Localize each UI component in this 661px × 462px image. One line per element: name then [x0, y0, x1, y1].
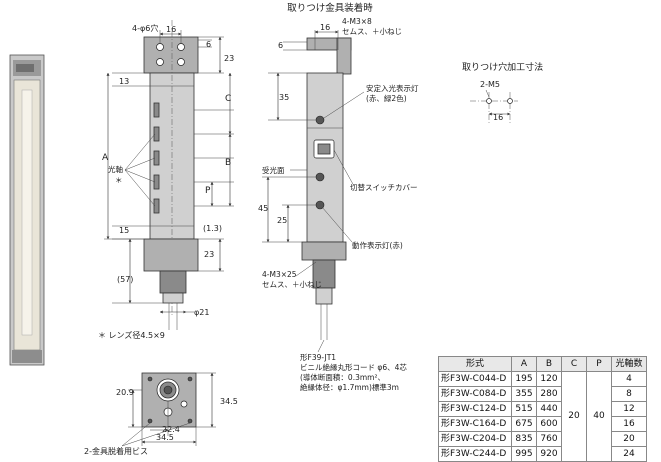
cell-axes: 8 — [611, 386, 647, 402]
cell-a: 515 — [511, 401, 537, 417]
stability-lamp-label-2: (赤、緑2色) — [366, 93, 407, 103]
cable-model: 形F39-JT1 — [300, 353, 336, 362]
model-spec-table: 形式 A B C P 光軸数 形F3W-C044-D 195 120 20 40… — [438, 356, 647, 462]
front-dim-57: (57) — [117, 275, 133, 284]
side-screws-bottom-2: セムス、＋小ねじ — [262, 280, 322, 289]
front-dim-1-3: (1.3) — [203, 224, 222, 233]
bottom-view: 20.9 34.5 22.4 34.5 2-金具脱着用ビス — [84, 372, 238, 456]
col-header-axes: 光軸数 — [611, 356, 647, 372]
front-dim-phi21: φ21 — [194, 308, 209, 317]
col-header-model: 形式 — [438, 356, 512, 372]
front-dim-23-top: 23 — [224, 54, 234, 63]
front-dim-15: 15 — [119, 226, 129, 235]
front-dim-p: P — [205, 186, 211, 196]
cell-model: 形F3W-C084-D — [438, 386, 512, 402]
cell-b: 920 — [536, 446, 562, 462]
cell-model: 形F3W-C164-D — [438, 416, 512, 432]
bottom-dim-20-9: 20.9 — [116, 388, 134, 397]
cell-b: 440 — [536, 401, 562, 417]
side-screws-top-2: セムス、＋小ねじ — [342, 27, 402, 36]
cell-a: 835 — [511, 431, 537, 447]
cell-a: 355 — [511, 386, 537, 402]
col-header-c: C — [561, 356, 587, 372]
cell-b: 760 — [536, 431, 562, 447]
side-dim-45: 45 — [258, 204, 268, 213]
switch-cover-label: 切替スイッチカバー — [350, 182, 418, 192]
table-row: 形F3W-C044-D 195 120 20 40 4 — [438, 371, 647, 462]
cell-axes: 20 — [611, 431, 647, 447]
bottom-dim-34-5-v: 34.5 — [220, 397, 238, 406]
cell-model: 形F3W-C204-D — [438, 431, 512, 447]
table-header-row: 形式 A B C P 光軸数 — [438, 356, 647, 372]
front-dim-16: 16 — [166, 25, 176, 34]
table-row: 形F3W-C244-D 995 920 24 — [438, 446, 647, 462]
bracket-screws-label: 2-金具脱着用ビス — [84, 446, 148, 456]
operation-lamp-label: 動作表示灯(赤) — [352, 240, 403, 250]
beam-axis-asterisk: ＊ — [115, 176, 123, 185]
bottom-dim-34-5-h: 34.5 — [156, 433, 174, 442]
cable-line-3: 絶縁体径：φ1.7mm)標準3m — [300, 382, 399, 392]
col-header-a: A — [511, 356, 537, 372]
side-dim-35: 35 — [279, 93, 289, 102]
cell-model: 形F3W-C124-D — [438, 401, 512, 417]
product-photo — [9, 54, 45, 366]
front-holes-label: 4-φ6穴 — [132, 23, 158, 33]
cell-b: 280 — [536, 386, 562, 402]
col-header-b: B — [536, 356, 562, 372]
cable-line-1: ビニル絶縁丸形コード φ6、4芯 — [300, 362, 407, 372]
cell-axes: 24 — [611, 446, 647, 462]
hole-spec-label: 2-M5 — [480, 80, 500, 89]
table-row: 形F3W-C084-D 355 280 8 — [438, 386, 647, 402]
cell-c: 20 — [561, 371, 587, 462]
side-dim-25: 25 — [277, 216, 287, 225]
lens-note: ＊ レンズ径4.5×9 — [98, 330, 165, 340]
side-dim-16: 16 — [320, 23, 330, 32]
table-row: 形F3W-C124-D 515 440 12 — [438, 401, 647, 417]
cell-b: 120 — [536, 371, 562, 387]
table-row: 形F3W-C164-D 675 600 16 — [438, 416, 647, 432]
stability-lamp-label: 安定入光表示灯 — [366, 83, 419, 93]
front-view: 4-φ6穴 16 6 23 13 A 15 光軸 ＊ — [98, 20, 234, 340]
front-dim-23-bottom: 23 — [204, 250, 214, 259]
cell-a: 195 — [511, 371, 537, 387]
hole-spec-dim: 16 — [493, 113, 503, 122]
front-dim-b: B — [225, 158, 231, 168]
front-dim-a: A — [102, 153, 109, 163]
cell-model: 形F3W-C044-D — [438, 371, 512, 387]
col-header-p: P — [586, 356, 612, 372]
side-view: 16 6 4-M3×8 セムス、＋小ねじ 35 45 25 — [258, 17, 419, 392]
hole-spec-title: 取りつけ穴加工寸法 — [462, 61, 543, 73]
front-dim-13: 13 — [119, 77, 129, 86]
side-screws-top: 4-M3×8 — [342, 17, 372, 26]
drawing-title: 取りつけ金具装着時 — [287, 2, 373, 14]
side-dim-6: 6 — [278, 41, 283, 50]
cell-axes: 16 — [611, 416, 647, 432]
beam-axis-label: 光軸 — [108, 164, 123, 174]
side-screws-bottom: 4-M3×25 — [262, 270, 297, 279]
cell-p: 40 — [586, 371, 612, 462]
cell-axes: 12 — [611, 401, 647, 417]
receiver-face-label: 受光面 — [262, 165, 285, 175]
cable-line-2: (導体断面積：0.3mm²、 — [300, 372, 385, 382]
hole-spec: 取りつけ穴加工寸法 2-M5 16 — [462, 61, 543, 125]
cell-a: 675 — [511, 416, 537, 432]
front-dim-c: C — [225, 94, 231, 104]
cell-a: 995 — [511, 446, 537, 462]
cell-b: 600 — [536, 416, 562, 432]
cell-model: 形F3W-C244-D — [438, 446, 512, 462]
front-dim-6: 6 — [206, 40, 211, 49]
cell-axes: 4 — [611, 371, 647, 387]
table-row: 形F3W-C204-D 835 760 20 — [438, 431, 647, 447]
